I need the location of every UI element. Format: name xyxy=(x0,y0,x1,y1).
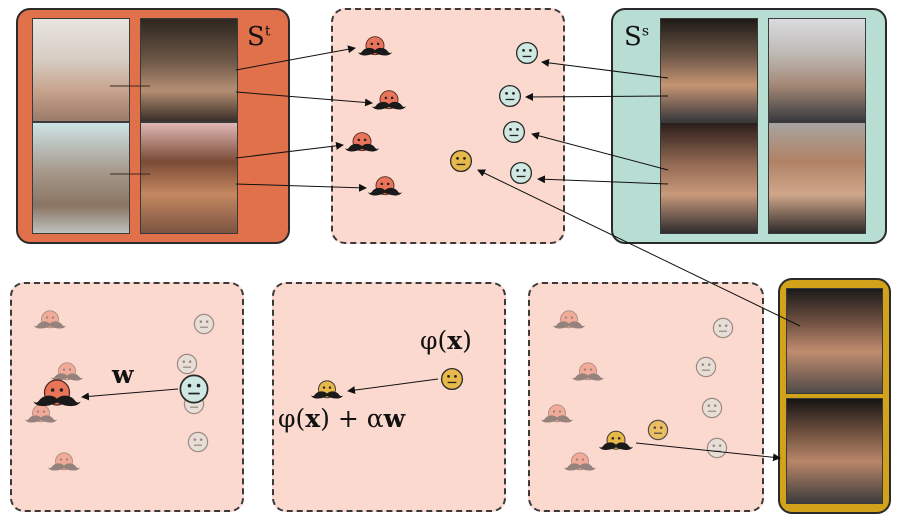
target-photo-3 xyxy=(32,122,130,234)
embedding-phi-label: φ(x) xyxy=(420,326,472,355)
source-photo-1 xyxy=(660,18,758,122)
target-photo-2 xyxy=(140,18,238,122)
mustache-face-icon xyxy=(24,404,58,423)
shifted-query-face-icon xyxy=(310,380,344,399)
target-to-embedding-arrows xyxy=(235,45,373,192)
direction-w-label: w xyxy=(112,360,134,389)
query-to-embedding-arrow xyxy=(477,169,801,327)
mustache-face-icon xyxy=(47,452,81,471)
mustache-face-icon xyxy=(571,362,605,381)
shifted-query-face-icon xyxy=(598,430,634,451)
top-plain-faces xyxy=(498,41,539,185)
shift-arrow xyxy=(347,378,439,395)
shifted-embedding-label: φ(x) + αw xyxy=(278,404,406,433)
mustache-face-icon xyxy=(552,310,586,329)
neutral-face-icon xyxy=(706,437,728,459)
target-photo-1 xyxy=(32,18,130,122)
neutral-face-icon xyxy=(701,397,723,419)
embedding-space-middle xyxy=(272,282,506,512)
neutral-face-icon xyxy=(187,431,209,453)
mean-mustache-face-icon xyxy=(32,379,82,407)
query-photo-output xyxy=(786,398,883,504)
neutral-face-icon xyxy=(502,120,526,144)
mustache-face-icon xyxy=(371,90,407,110)
target-photo-connectors xyxy=(110,85,150,175)
neutral-face-icon xyxy=(193,313,215,335)
query-face-icon xyxy=(647,419,669,441)
mustache-face-icon xyxy=(540,404,574,423)
mustache-face-icon xyxy=(50,362,84,381)
target-photo-4 xyxy=(140,122,238,234)
mustache-face-icon xyxy=(344,132,380,152)
neutral-face-icon xyxy=(712,317,734,339)
query-face-icon xyxy=(449,149,473,173)
decode-arrow xyxy=(635,442,781,462)
mustache-face-icon xyxy=(563,452,597,471)
mean-neutral-face-icon xyxy=(179,374,209,404)
source-photo-4 xyxy=(768,122,866,234)
target-set-label: St xyxy=(247,22,271,52)
source-photo-2 xyxy=(768,18,866,122)
mustache-face-icon xyxy=(367,176,403,196)
neutral-face-icon xyxy=(498,84,522,108)
right-panel-faded-faces xyxy=(540,310,734,471)
direction-w-arrow xyxy=(81,388,179,401)
mustache-face-icon xyxy=(33,310,67,329)
neutral-face-icon xyxy=(695,356,717,378)
source-to-embedding-arrows xyxy=(525,58,669,185)
top-mustache-faces xyxy=(344,36,407,196)
mustache-face-icon xyxy=(357,36,393,56)
source-set-label: Ss xyxy=(624,22,649,52)
query-photo-input xyxy=(786,288,883,394)
neutral-face-icon xyxy=(509,161,533,185)
source-photo-3 xyxy=(660,122,758,234)
neutral-face-icon xyxy=(176,353,198,375)
neutral-face-icon xyxy=(515,41,539,65)
query-face-icon xyxy=(440,367,464,391)
